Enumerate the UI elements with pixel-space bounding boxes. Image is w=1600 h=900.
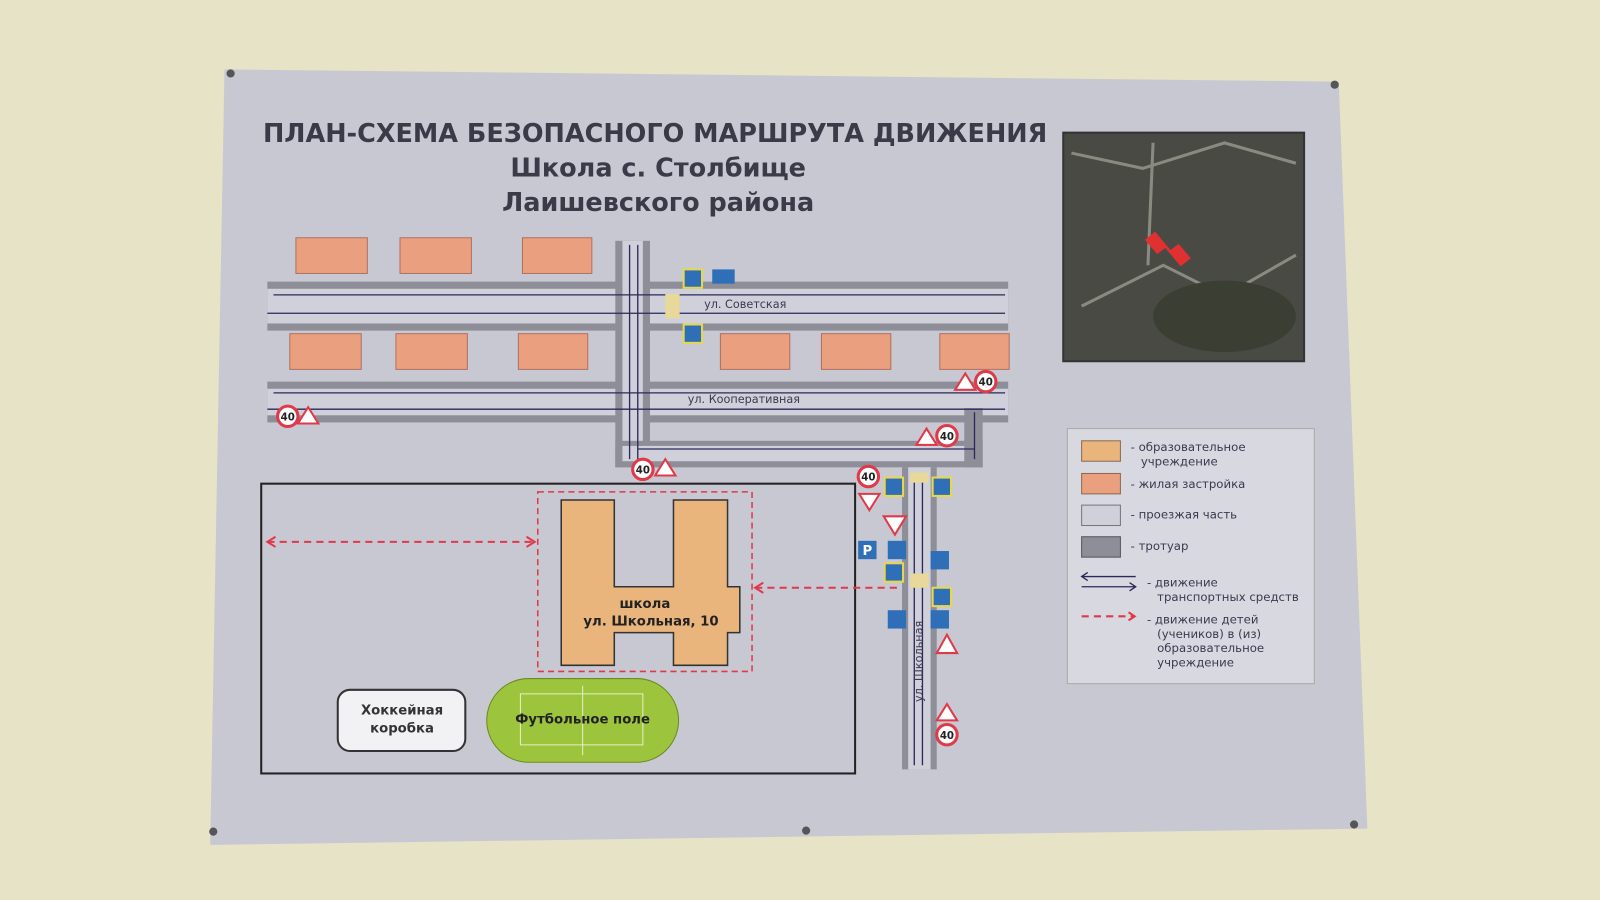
road-network [267,240,1009,770]
crosswalk-sign-icon [931,586,953,608]
legend-label-education: - образовательное [1131,440,1246,454]
legend-swatch-roadway [1081,504,1121,527]
legend-label-residential: - жилая застройка [1131,477,1246,491]
legend-label-children-4: учреждение [1157,655,1234,669]
crosswalk [910,472,929,483]
crosswalk-sign-icon [883,476,905,497]
legend-label-children-2: (учеников) в (из) [1157,627,1261,641]
speed-limit-label: 40 [940,432,954,443]
info-sign-icon [712,269,735,284]
map-subtitle-district: Лаишевского района [502,188,814,218]
children-sign-icon [653,457,678,477]
crosswalk-sign-icon [930,551,949,570]
parking-sign-icon [858,540,877,560]
speed-limit-label: 40 [861,473,875,484]
legend-label-children-3: образовательное [1157,641,1264,655]
school-grounds [260,482,857,775]
children-route [267,540,898,589]
speed-limit-label: 40 [636,465,650,476]
legend-label-roadway: - проезжая часть [1131,507,1238,521]
screw-icon [209,827,218,836]
street-label-shkolnaya: ул. Школьная [912,621,925,702]
hockey-box [336,688,467,753]
legend-swatch-residential [1081,472,1121,495]
legend-label-education-2: учреждение [1141,454,1218,468]
screw-icon [1350,820,1359,829]
hockey-label-2: коробка [370,721,434,737]
street-label-kooperativnaya: ул. Кооперативная [688,393,800,406]
field-markings [519,685,644,756]
screw-icon [802,826,811,835]
crosswalk-sign-icon [887,540,907,560]
street-label-sovetskaya: ул. Советская [704,298,786,311]
speed-limit-label: 40 [940,731,954,742]
crosswalk-sign-icon [931,476,953,497]
crosswalk [665,293,680,319]
school-label: школа [619,597,670,612]
yield-sign-icon [881,515,908,537]
children-sign-icon [934,702,959,722]
speed-limit-label: 40 [281,412,295,423]
football-label: Футбольное поле [515,711,650,727]
legend-swatch-education [1081,440,1121,462]
legend-traffic-arrows-icon [1080,571,1137,592]
screw-icon [1330,80,1339,89]
satellite-image [1062,131,1306,363]
crosswalk-sign-icon [682,268,704,289]
children-sign-icon [914,426,939,446]
map-subtitle-school: Школа с. Столбище [510,154,806,184]
children-sign-icon [296,405,321,425]
map-title: ПЛАН-СХЕМА БЕЗОПАСНОГО МАРШРУТА ДВИЖЕНИЯ [263,119,1047,149]
crosswalk-sign-icon [883,562,905,583]
speed-limit-signs: 40 40 40 40 40 40 [276,369,998,747]
hockey-label-1: Хоккейная [361,703,443,718]
legend-label-children: - движение детей [1147,612,1259,626]
school-address: ул. Школьная, 10 [583,615,718,630]
legend-swatch-sidewalk [1081,536,1121,558]
screw-icon [226,69,235,78]
crosswalk [910,573,929,588]
crosswalk-sign-icon [930,610,949,629]
parking-sign-label: P [862,544,872,559]
warning-sign-icon [935,632,959,655]
school-marker-icon [1144,231,1191,267]
legend-label-traffic-2: транспортных средств [1157,590,1299,604]
children-sign-icon [953,371,978,391]
school-building [560,499,741,667]
road-signs [296,268,978,722]
legend-label-traffic: - движение [1147,576,1218,590]
legend: - образовательное учреждение - жилая зас… [1066,428,1315,685]
legend-label-sidewalk: - тротуар [1131,539,1189,553]
residential-buildings [289,237,1010,370]
children-sign-icon [857,492,882,513]
speed-limit-label: 40 [979,378,993,389]
route-arrow-icon [265,535,764,594]
crosswalk-sign-icon [682,323,704,344]
school-zone [536,491,753,673]
crosswalk-sign-icon [887,610,907,629]
